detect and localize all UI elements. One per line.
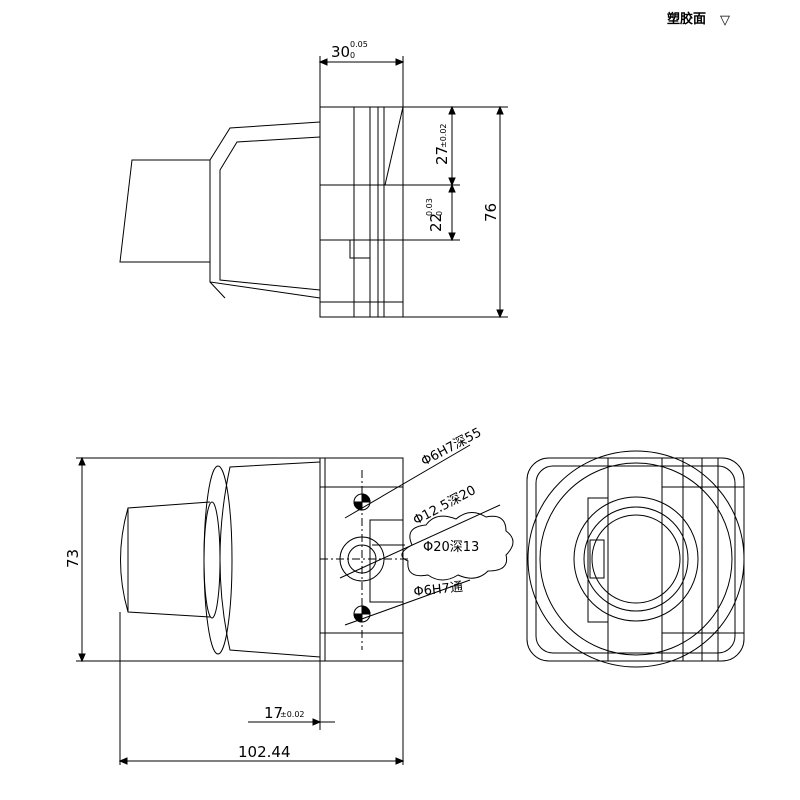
dim-30-tol-upper: 0.05 <box>350 40 368 49</box>
dim-22-value: 22 <box>427 213 445 232</box>
dim-arrows <box>118 757 405 765</box>
dim-22-tol-lower: 0 <box>435 211 444 216</box>
side-circle-5 <box>591 514 681 604</box>
callout-hole-3: Φ20深13 <box>423 540 479 555</box>
dim-30-tol-lower: 0 <box>350 51 355 60</box>
dim-73-value: 73 <box>64 549 82 568</box>
front-view: Φ6H7深55 Φ12.5深20 Φ20深13 Φ6H7通 73 17 ±0.0… <box>64 425 514 765</box>
callout-hole-1: Φ6H7深55 <box>419 425 484 469</box>
hole-center-outer <box>339 536 385 582</box>
top-block-outline <box>319 106 404 318</box>
top-pin <box>349 239 371 259</box>
dim-30-value: 30 <box>331 43 350 61</box>
side-outline-inner <box>535 465 736 654</box>
leader-1 <box>344 444 471 519</box>
revision-cloud <box>401 512 514 581</box>
side-circle-3 <box>573 496 699 622</box>
callout-hole-2: Φ12.5深20 <box>411 483 479 529</box>
dim-arrows <box>448 105 456 242</box>
side-pin <box>589 539 605 579</box>
leader-2 <box>339 504 501 579</box>
surface-note: 塑胶面 <box>667 11 706 27</box>
dim-arrows <box>318 58 405 66</box>
front-funnel-rim <box>203 465 233 655</box>
side-circle-2 <box>539 462 733 656</box>
front-funnel <box>219 461 321 658</box>
side-circle-4 <box>583 506 689 612</box>
dim-arrows <box>78 456 86 663</box>
dim-arrows <box>496 105 504 319</box>
top-funnel-body <box>209 121 321 299</box>
top-slot-diag <box>384 106 404 186</box>
dim-17-value: 17 <box>264 704 283 722</box>
dim-102-value: 102.44 <box>238 743 291 761</box>
side-view <box>526 450 745 668</box>
side-outline <box>526 457 745 662</box>
dim-27-tol: ±0.02 <box>439 123 448 148</box>
callout-hole-4: Φ6H7通 <box>413 580 464 600</box>
surface-symbol: ▽ <box>720 13 730 28</box>
leader-4 <box>344 579 471 626</box>
side-circle-1 <box>527 450 745 668</box>
dim-76-value: 76 <box>482 203 500 222</box>
front-nozzle <box>120 501 211 618</box>
side-slot <box>587 497 609 623</box>
front-slot <box>369 519 404 603</box>
dim-22-tol-upper: 0.03 <box>425 198 434 216</box>
top-view: 30 0.05 0 76 27 ±0.02 22 0.03 0 <box>119 40 508 319</box>
front-funnel-rim-inner <box>203 501 221 619</box>
dim-17-tol: ±0.02 <box>280 710 305 719</box>
dim-27-value: 27 <box>433 146 451 165</box>
top-nozzle <box>119 159 210 263</box>
top-funnel-inner <box>219 136 321 291</box>
dim-arrows <box>312 718 322 726</box>
top-nozzle-edge <box>209 262 226 299</box>
